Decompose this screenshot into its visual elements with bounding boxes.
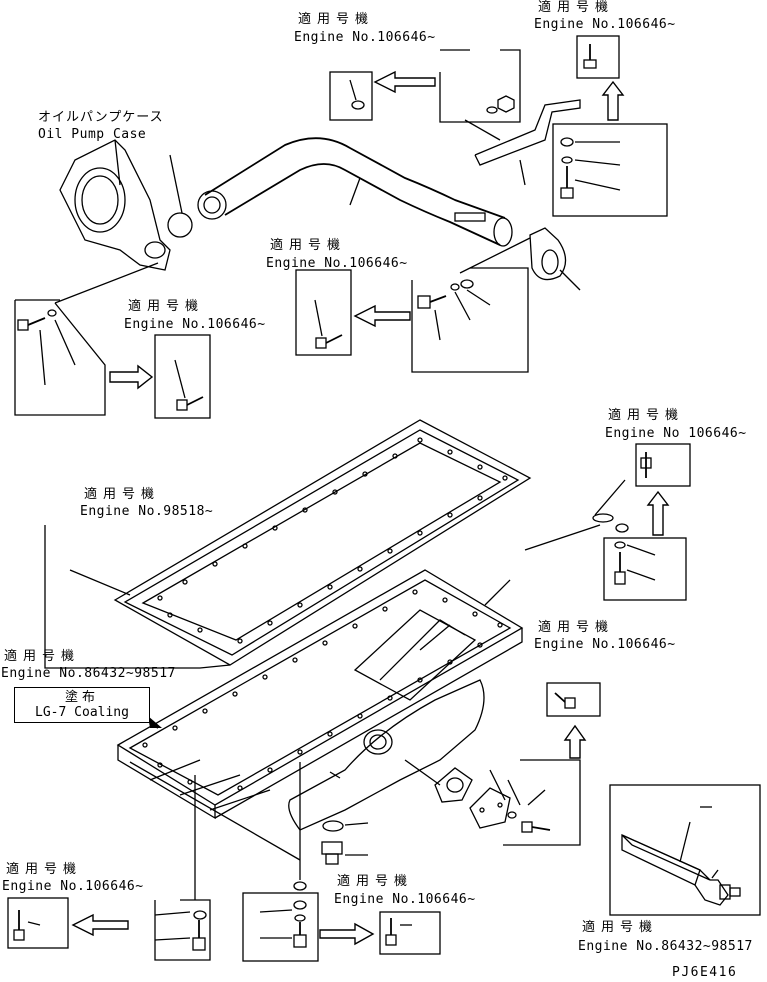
drain-plug-icon (321, 841, 343, 865)
detail-box-bottom-a (7, 897, 69, 949)
o-ring-icon (322, 820, 344, 832)
detail-box-bottom-d (379, 911, 441, 955)
bolt-icon (17, 317, 46, 331)
bolt-icon (192, 920, 206, 951)
detail-box-left (14, 300, 106, 416)
applicable-label: 適用号機 (538, 0, 615, 15)
tool-icon (621, 833, 741, 906)
applicable-label: 適用号機 (538, 620, 615, 635)
arrow-left-icon (373, 70, 436, 94)
bolt-icon (583, 44, 597, 69)
applicable-label: 適用号機 (270, 238, 347, 253)
arrow-right-icon (319, 922, 375, 946)
bolt-icon (293, 922, 307, 948)
detail-box-mid-b (411, 267, 529, 373)
bolt-icon (554, 692, 576, 709)
detail-box-left-b (154, 334, 211, 419)
arrow-up-icon (601, 80, 625, 121)
oil-pump-case (59, 139, 171, 271)
engine-serial-label: Engine No.106646~ (534, 637, 676, 652)
engine-serial-label: Engine No.106646~ (124, 317, 266, 332)
bolt-icon (417, 295, 447, 309)
detail-box-mid-a (295, 269, 352, 356)
cover-gasket (434, 767, 473, 803)
bolt-icon (13, 910, 25, 941)
washer-icon (486, 106, 498, 114)
suction-pipe (197, 137, 513, 247)
coating-label-jp: 塗布 (64, 690, 99, 705)
bracket (474, 99, 581, 166)
detail-box-right-a (635, 443, 691, 487)
detail-box-top-a (329, 71, 373, 121)
cover-plate (469, 787, 511, 829)
applicable-label: 適用号機 (6, 862, 83, 877)
detail-box-right-c (546, 682, 601, 717)
applicable-label: 適用号機 (84, 487, 161, 502)
arrow-up-icon (646, 490, 670, 536)
clamp (529, 227, 567, 281)
detail-box-bottom-c (242, 892, 319, 962)
engine-serial-label: Engine No.106646~ (294, 30, 436, 45)
applicable-label: 適用号機 (337, 874, 414, 889)
arrow-right-icon (109, 364, 154, 390)
arrow-left-icon (71, 913, 129, 937)
bolt-icon (640, 452, 652, 478)
bolt-icon (614, 552, 626, 585)
drawing-code: PJ6E416 (672, 965, 738, 980)
oil-pan (116, 569, 524, 861)
tool-box (609, 784, 761, 916)
bolt-icon (521, 821, 551, 833)
o-ring-icon (167, 212, 193, 238)
engine-serial-label: Engine No.86432~98517 (578, 939, 753, 954)
oil-pump-case-label-jp: オイルパンプケース (38, 110, 164, 125)
applicable-label: 適用号機 (608, 408, 685, 423)
arrow-left-icon (353, 304, 411, 328)
engine-serial-label: Engine No.86432~98517 (1, 666, 176, 681)
detail-box-top-d (552, 123, 668, 217)
washer-icon (351, 100, 365, 110)
applicable-label: 適用号機 (582, 920, 659, 935)
engine-serial-label: Engine No.98518~ (80, 504, 214, 519)
bolt-icon (315, 334, 343, 349)
oil-pan-gasket (113, 419, 532, 666)
applicable-label: 適用号機 (298, 12, 375, 27)
arrow-up-icon (563, 724, 587, 759)
nut-icon (497, 95, 515, 113)
detail-box-bottom-b (154, 899, 211, 961)
coating-note: 塗布 LG-7 Coaling (14, 687, 150, 723)
bolt-icon (560, 166, 574, 199)
engine-serial-label: Engine No.106646~ (334, 892, 476, 907)
applicable-label: 適用号機 (4, 649, 81, 664)
oil-pump-case-label: Oil Pump Case (38, 127, 147, 142)
engine-serial-label: Engine No.106646~ (2, 879, 144, 894)
applicable-label: 適用号機 (128, 299, 205, 314)
detail-box-top-b (439, 49, 521, 123)
bolt-icon (176, 396, 204, 411)
detail-box-right-b (603, 537, 687, 601)
engine-serial-label: Engine No.106646~ (534, 17, 676, 32)
bolt-icon (385, 918, 397, 946)
coating-label: LG-7 Coaling (35, 705, 129, 720)
engine-serial-label: Engine No 106646~ (605, 426, 747, 441)
detail-box-top-c (576, 35, 620, 79)
engine-serial-label: Engine No.106646~ (266, 256, 408, 271)
